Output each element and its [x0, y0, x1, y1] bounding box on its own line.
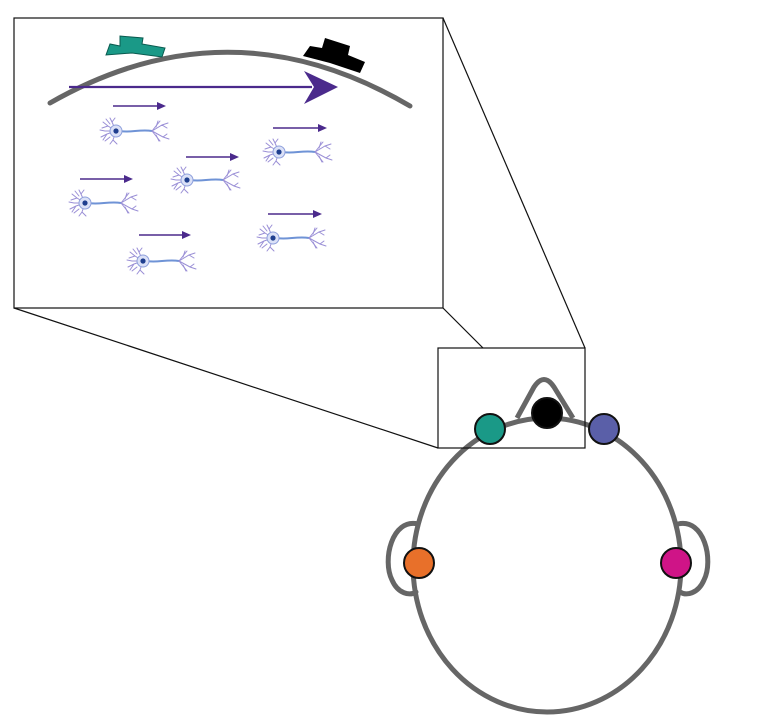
- electrode-black: [531, 397, 563, 429]
- electrode-teal: [474, 413, 506, 445]
- black-electrode-side-view: [303, 38, 365, 73]
- neuron-5: [256, 210, 327, 252]
- zoom-connector-lines: [13, 17, 586, 449]
- zoom-source-box: [437, 347, 586, 449]
- right-ear: [675, 521, 711, 597]
- neuron-2: [262, 124, 333, 166]
- neuron-6: [126, 231, 197, 275]
- propagation-arrow-icon: [69, 71, 338, 104]
- teal-electrode-side-view: [105, 35, 166, 58]
- electrode-slate: [588, 413, 620, 445]
- neuron-4: [68, 175, 139, 217]
- left-ear: [385, 521, 421, 597]
- neuron-group: [68, 102, 333, 275]
- neuron-1: [99, 102, 170, 145]
- electrode-magenta: [660, 547, 692, 579]
- zoom-inset: [13, 17, 444, 309]
- nose: [514, 377, 576, 420]
- electrode-orange: [403, 547, 435, 579]
- inset-frame: [13, 17, 444, 309]
- head-top-view: [385, 347, 711, 715]
- neuron-3: [170, 153, 241, 194]
- scalp-curve: [47, 49, 413, 109]
- head-outline: [410, 415, 684, 715]
